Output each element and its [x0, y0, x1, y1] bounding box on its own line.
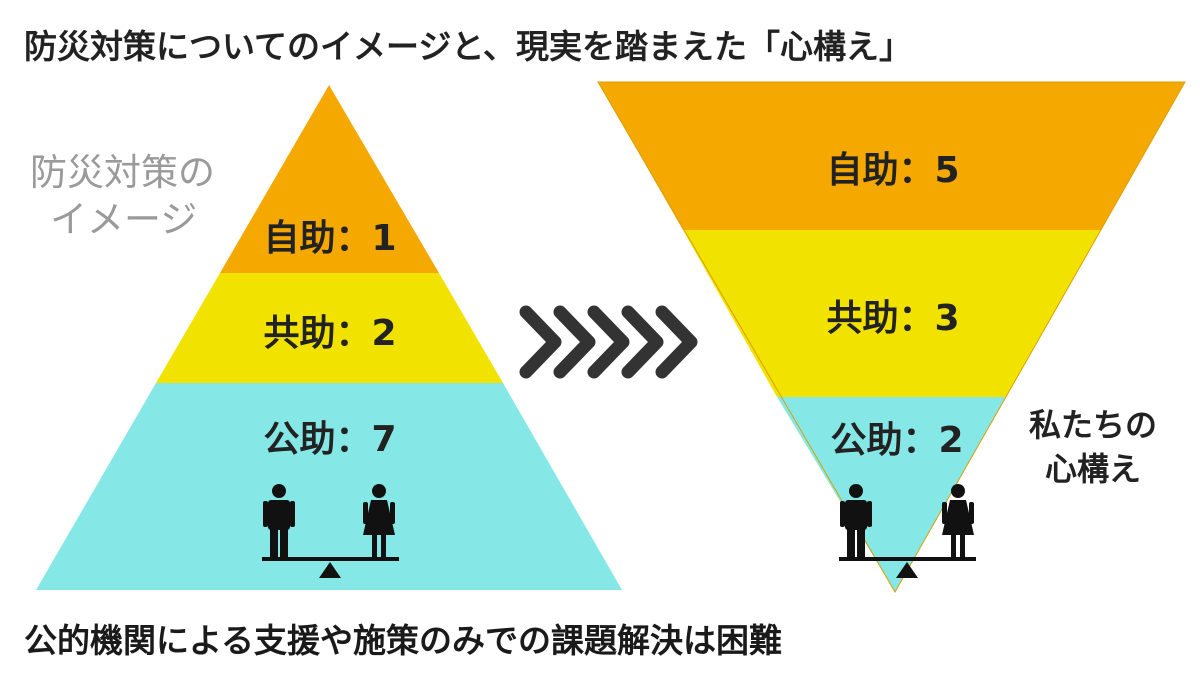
woman-icon	[363, 484, 395, 558]
scale-beam-right	[839, 557, 976, 561]
left-tier-middle	[156, 273, 503, 383]
left-tier-bottom	[36, 383, 622, 590]
man-icon-right	[840, 484, 872, 558]
left-caption-line2: イメージ	[50, 198, 197, 241]
right-label-mutual-help: 共助：3	[826, 298, 959, 339]
right-label-self-help: 自助：5	[826, 150, 959, 191]
left-caption-line1: 防災対策の	[30, 151, 215, 194]
right-caption-line1: 私たちの	[1029, 406, 1157, 444]
scale-beam	[262, 557, 399, 561]
scale-fulcrum-right	[896, 562, 918, 578]
woman-icon-right	[942, 484, 974, 558]
right-tier-bottom	[777, 397, 1006, 592]
chevrons-right-icon	[519, 305, 698, 379]
footer-note: 公的機関による支援や施策のみでの課題解決は困難	[24, 621, 782, 660]
balance-scale-icon	[262, 484, 399, 578]
right-tier-top	[598, 82, 1185, 230]
left-label-self-help: 自助：1	[263, 218, 396, 259]
left-label-public-help: 公助：7	[263, 419, 396, 460]
left-tier-top	[220, 85, 439, 273]
left-pyramid: 防災対策の イメージ 自助：1 共助：2 公助：7	[30, 85, 622, 590]
left-label-mutual-help: 共助：2	[263, 313, 396, 354]
man-icon	[263, 484, 295, 558]
scale-fulcrum	[319, 562, 341, 578]
right-pyramid: 自助：5 共助：3 公助：2 私たちの 心構え	[597, 81, 1186, 594]
page-title: 防災対策についてのイメージと、現実を踏まえた「心構え」	[24, 27, 912, 66]
right-tier-middle	[683, 230, 1101, 397]
balance-scale-icon-right	[839, 484, 976, 578]
right-label-public-help: 公助：2	[830, 420, 963, 461]
right-caption-line2: 心構え	[1045, 450, 1141, 488]
